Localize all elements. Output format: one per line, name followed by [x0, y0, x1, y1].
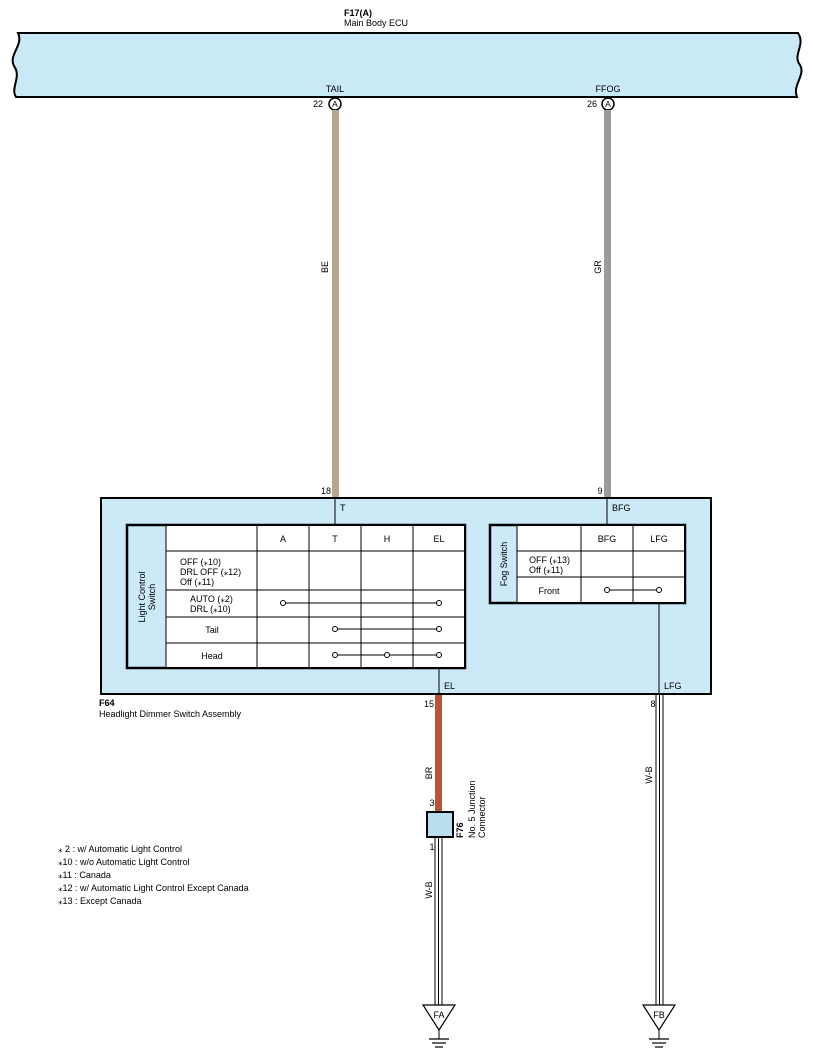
row-tail: Tail — [205, 625, 219, 635]
col-el: EL — [433, 534, 444, 544]
wire-wb-fb — [655, 695, 664, 1005]
col-h: H — [384, 534, 391, 544]
pin-15: 15 — [424, 699, 434, 709]
ground-fb-label: FB — [653, 1010, 665, 1020]
wire-wb-fa — [434, 838, 443, 1005]
ecu-code: F17(A) — [344, 8, 372, 18]
note-10: ⁎10 : w/o Automatic Light Control — [58, 857, 190, 867]
ecu-pin-22: 22 — [313, 99, 323, 109]
note-2: ⁎ 2 : w/ Automatic Light Control — [58, 844, 182, 854]
pin-8: 8 — [650, 699, 655, 709]
col-a: A — [280, 534, 286, 544]
continuity-fog-front — [604, 587, 662, 593]
terminal-bfg: BFG — [612, 503, 631, 513]
terminal-el: EL — [444, 681, 455, 691]
light-control-label-2: Switch — [147, 584, 157, 611]
continuity-head — [332, 652, 442, 658]
junction-name-2: Connector — [477, 796, 487, 838]
note-12: ⁎12 : w/ Automatic Light Control Except … — [58, 883, 249, 893]
junction-connector — [426, 811, 454, 838]
ecu-name: Main Body ECU — [344, 18, 408, 28]
ecu-terminal-ffog: FFOG — [596, 84, 621, 94]
row-head: Head — [201, 651, 223, 661]
pin-9: 9 — [597, 486, 602, 496]
col-t: T — [332, 534, 338, 544]
wire-be — [332, 110, 339, 498]
ground-fa-icon — [421, 1004, 457, 1048]
junction-code: F76 — [455, 822, 465, 838]
row-off-line2: DRL OFF (⁎12) — [180, 567, 241, 577]
row-auto-line2: DRL (⁎10) — [190, 604, 231, 614]
note-13: ⁎13 : Except Canada — [58, 896, 142, 906]
continuity-tail — [332, 626, 442, 632]
continuity-auto — [280, 600, 442, 606]
fog-row-front: Front — [538, 586, 560, 596]
row-off-line1: OFF (⁎10) — [180, 557, 221, 567]
junction-pin-3: 3 — [429, 798, 434, 808]
junction-name-1: No. 5 Junction — [467, 780, 477, 838]
wire-br — [435, 695, 442, 812]
fog-col-lfg: LFG — [650, 534, 668, 544]
ecu-connector-a-ffog: A — [605, 99, 611, 109]
row-auto-line1: AUTO (⁎2) — [190, 594, 233, 604]
switch-name: Headlight Dimmer Switch Assembly — [99, 709, 242, 719]
ground-fb-icon — [641, 1004, 677, 1048]
wire-br-label: BR — [424, 766, 434, 779]
ground-fa-label: FA — [433, 1010, 444, 1020]
light-control-label-1: Light Control — [137, 571, 147, 622]
fog-row-off-line2: Off (⁎11) — [529, 565, 563, 575]
wire-be-label: BE — [320, 261, 330, 273]
junction-pin-1: 1 — [429, 842, 434, 852]
pin-18: 18 — [321, 486, 331, 496]
ecu-terminal-tail: TAIL — [326, 84, 344, 94]
ecu-body — [11, 32, 803, 98]
ecu-pin-26: 26 — [587, 99, 597, 109]
wire-wb-fa-label: W-B — [424, 881, 434, 898]
fog-col-bfg: BFG — [598, 534, 617, 544]
wire-gr — [604, 110, 611, 498]
fog-switch-label: Fog Switch — [499, 542, 509, 587]
wire-wb-fb-label: W-B — [644, 766, 654, 783]
wire-gr-label: GR — [593, 260, 603, 274]
light-control-switch-table — [125, 523, 467, 670]
note-11: ⁎11 : Canada — [58, 870, 111, 880]
fog-row-off-line1: OFF (⁎13) — [529, 555, 570, 565]
ecu-connector-a-tail: A — [332, 99, 338, 109]
terminal-lfg: LFG — [664, 681, 682, 691]
row-off-line3: Off (⁎11) — [180, 577, 214, 587]
terminal-t: T — [340, 503, 346, 513]
switch-code: F64 — [99, 698, 115, 708]
